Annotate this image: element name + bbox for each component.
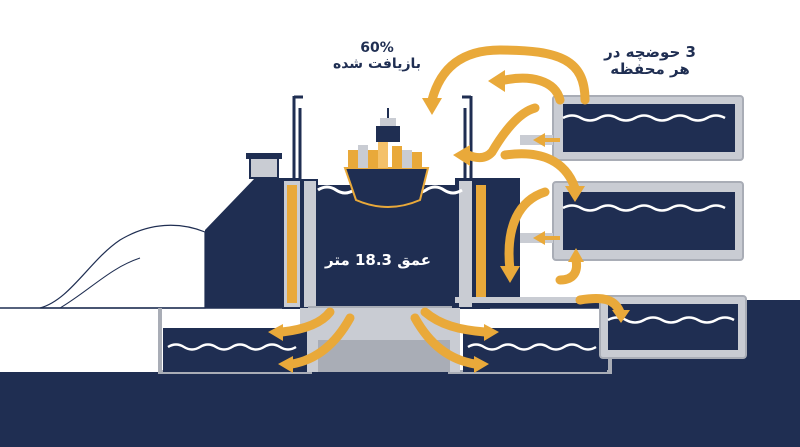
arrow-top-left xyxy=(500,73,565,105)
hill-contour xyxy=(59,257,141,309)
gate-right-inner xyxy=(472,179,490,309)
basin-middle xyxy=(552,181,744,261)
basins-line-2: هر محفظه xyxy=(610,60,690,79)
ship-bridge-top xyxy=(380,118,396,126)
ship-cargo-5 xyxy=(392,146,402,168)
arrowhead-inlet-mid xyxy=(533,231,545,245)
lower-trough-bottom xyxy=(318,340,450,372)
arrowhead-mid-left xyxy=(500,266,520,283)
arrowhead-top-left xyxy=(488,70,505,92)
arrowhead-chamber xyxy=(453,145,470,166)
depth-label: عمق 18.3 متر xyxy=(324,251,432,269)
arrow-to-chamber xyxy=(463,103,540,163)
arrowhead-inlet-top xyxy=(533,133,545,147)
basin-bottom xyxy=(599,295,747,359)
arrowhead-mid-right xyxy=(565,186,585,202)
arrow-mid-right xyxy=(500,149,580,193)
arrow-lower-left-1 xyxy=(277,307,335,337)
lock-wall-left xyxy=(205,178,300,308)
lock-wall-right xyxy=(455,178,600,308)
recycled-label: 60% بازیافت شده xyxy=(322,40,432,72)
recycled-text: بازیافت شده xyxy=(332,56,422,73)
ship-hull xyxy=(343,167,430,208)
arrow-lower-right-1 xyxy=(420,307,490,337)
arrow-low-right xyxy=(555,255,582,285)
basin-top xyxy=(552,95,744,161)
arrow-lower-right-2 xyxy=(410,313,480,369)
basins-line-1: 3 حوضچه در xyxy=(604,43,696,61)
arrowhead-lower-right-1 xyxy=(484,324,499,341)
flow-arrows xyxy=(277,45,625,369)
hill-outline xyxy=(39,224,206,309)
ship-cargo-3 xyxy=(368,150,378,168)
arrowhead-big xyxy=(422,98,442,115)
ship-cargo-7 xyxy=(412,152,422,168)
arrow-lower-left-2 xyxy=(287,313,355,369)
gate-left-gold xyxy=(287,185,297,303)
arrowhead-lower-right-2 xyxy=(474,356,489,373)
gate-right-gold xyxy=(476,185,486,303)
lower-wave-left xyxy=(167,343,297,351)
ship-cargo-6 xyxy=(402,150,412,168)
arrowhead-bottom-right xyxy=(612,310,630,323)
control-building xyxy=(249,157,279,179)
arrow-bottom-right xyxy=(575,294,625,317)
ship xyxy=(343,108,430,208)
ship-bridge xyxy=(376,126,400,142)
lower-wave-right xyxy=(467,343,597,351)
arrowhead-lower-left-1 xyxy=(268,324,283,341)
ship-cargo-4 xyxy=(378,142,388,168)
arrow-mid-left xyxy=(504,187,550,275)
recycled-percent: 60% xyxy=(360,40,394,56)
gate-left-inner xyxy=(302,179,318,309)
arrowhead-lower-left-2 xyxy=(278,356,293,373)
flow-arrowheads xyxy=(268,70,630,373)
control-roof xyxy=(246,153,282,159)
arrowhead-low-right xyxy=(568,248,584,262)
arrow-big-curve xyxy=(427,45,590,105)
ship-cargo-1 xyxy=(348,150,358,168)
basins-label: 3 حوضچه در هر محفظه xyxy=(585,43,715,79)
ship-cargo-2 xyxy=(358,145,368,168)
gate-right-outer xyxy=(457,179,475,309)
